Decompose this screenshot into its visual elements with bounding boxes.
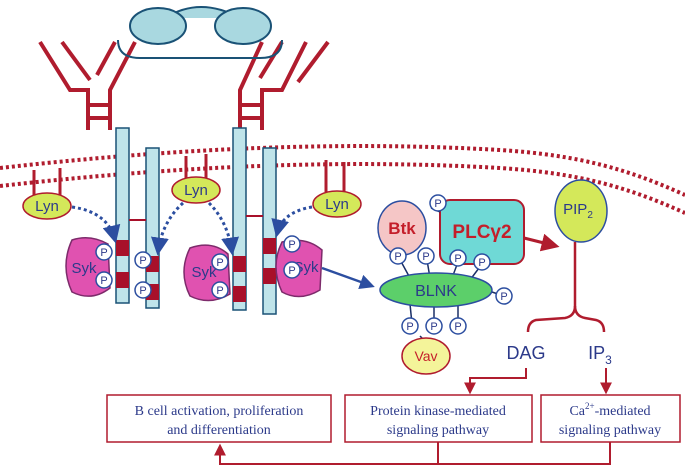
phosphate-circle (417, 247, 435, 265)
phosphate-circle (389, 247, 407, 265)
ca-outcome-line2: signaling pathway (559, 423, 661, 438)
b-cell-outcome-line1: B cell activation, proliferation (135, 404, 304, 419)
bcr-heavy-light-chains (38, 40, 330, 130)
phosphate-label: P (430, 321, 437, 333)
phosphate-circle (211, 281, 229, 299)
b-cell-outcome-box: B cell activation, proliferation and dif… (106, 394, 332, 443)
pip2-molecule: PIP2 (554, 179, 608, 243)
lyn-phosphorylation-arrows (71, 201, 313, 256)
b-cell-outcome-line2: and differentiation (167, 423, 271, 438)
pip2-label: PIP (563, 201, 587, 218)
phosphate-label: P (139, 255, 146, 267)
vav-label: Vav (414, 348, 437, 364)
phosphate-circle (283, 261, 301, 279)
plasma-membrane (0, 144, 685, 215)
plcg2-protein: PLCγ2 (439, 199, 525, 265)
pkc-outcome-line1: Protein kinase-mediated (370, 404, 506, 419)
pkc-outcome-box: Protein kinase-mediated signaling pathwa… (344, 394, 533, 443)
antigen-cap (117, 6, 283, 59)
phosphate-circle (429, 194, 447, 212)
phosphate-label: P (434, 198, 441, 210)
ca-feedback-connector (438, 442, 611, 465)
phosphate-circle (283, 235, 301, 253)
ca-superscript: 2+ (585, 401, 595, 411)
ca-outcome-line1-rest: -mediated (595, 404, 651, 419)
lyn-protein-1: Lyn (22, 192, 72, 220)
phosphate-circle (134, 251, 152, 269)
phosphate-circle (449, 317, 467, 335)
dag-to-pkc-arrow (464, 368, 527, 395)
phosphate-circle (95, 243, 113, 261)
phosphate-label: P (100, 247, 107, 259)
syk-label: Syk (71, 260, 97, 277)
syk-to-blnk-arrow (321, 266, 375, 289)
phosphate-circle (425, 317, 443, 335)
ca-label: Ca (569, 404, 585, 419)
ip3-label: IP (588, 343, 605, 363)
phosphate-circle (449, 249, 467, 267)
vav-protein: Vav (401, 335, 451, 375)
pip2-subscript: 2 (587, 210, 593, 221)
svg-text:PIP2: PIP2 (563, 201, 593, 221)
lyn-protein-3: Lyn (312, 190, 362, 218)
pip2-cleavage-bracket (526, 242, 606, 333)
phosphate-label: P (406, 321, 413, 333)
phosphate-groups: P P P P P P P P P P P P P P P P P (95, 194, 513, 335)
phosphate-label: P (216, 285, 223, 297)
btk-label: Btk (388, 219, 416, 238)
phosphate-label: P (394, 251, 401, 263)
svg-text:Ca2+-mediated: Ca2+-mediated (569, 401, 650, 419)
phosphate-label: P (288, 239, 295, 251)
phosphate-label: P (454, 253, 461, 265)
phosphate-label: P (500, 291, 507, 303)
btk-protein: Btk (377, 200, 427, 256)
plcg2-to-pip2-arrow (523, 233, 560, 252)
plcg2-label: PLCγ2 (452, 222, 511, 243)
phosphate-circle (473, 253, 491, 271)
lyn-protein-2: Lyn (171, 176, 221, 204)
phosphate-label: P (478, 257, 485, 269)
ip3-subscript: 3 (605, 353, 612, 367)
phosphate-circle (134, 281, 152, 299)
phosphate-label: P (454, 321, 461, 333)
lyn-label: Lyn (184, 182, 208, 199)
phosphate-label: P (100, 275, 107, 287)
phosphate-circle (95, 271, 113, 289)
lyn-label: Lyn (325, 196, 349, 213)
ca-outcome-box: Ca2+-mediated signaling pathway (540, 394, 681, 443)
blnk-label: BLNK (415, 283, 457, 300)
outcome-feedback-connector (214, 442, 439, 465)
syk-label: Syk (191, 264, 217, 281)
phosphate-circle (211, 253, 229, 271)
phosphate-label: P (139, 285, 146, 297)
phosphate-label: P (422, 251, 429, 263)
dag-label: DAG (506, 343, 545, 363)
svg-text:IP3: IP3 (588, 343, 612, 367)
pkc-outcome-line2: signaling pathway (387, 423, 489, 438)
ig-alpha-beta-columns (115, 127, 277, 315)
blnk-protein: BLNK (379, 272, 493, 308)
phosphate-label: P (216, 257, 223, 269)
phosphate-label: P (288, 265, 295, 277)
lyn-label: Lyn (35, 198, 59, 215)
phosphate-circle (495, 287, 513, 305)
phosphate-circle (401, 317, 419, 335)
